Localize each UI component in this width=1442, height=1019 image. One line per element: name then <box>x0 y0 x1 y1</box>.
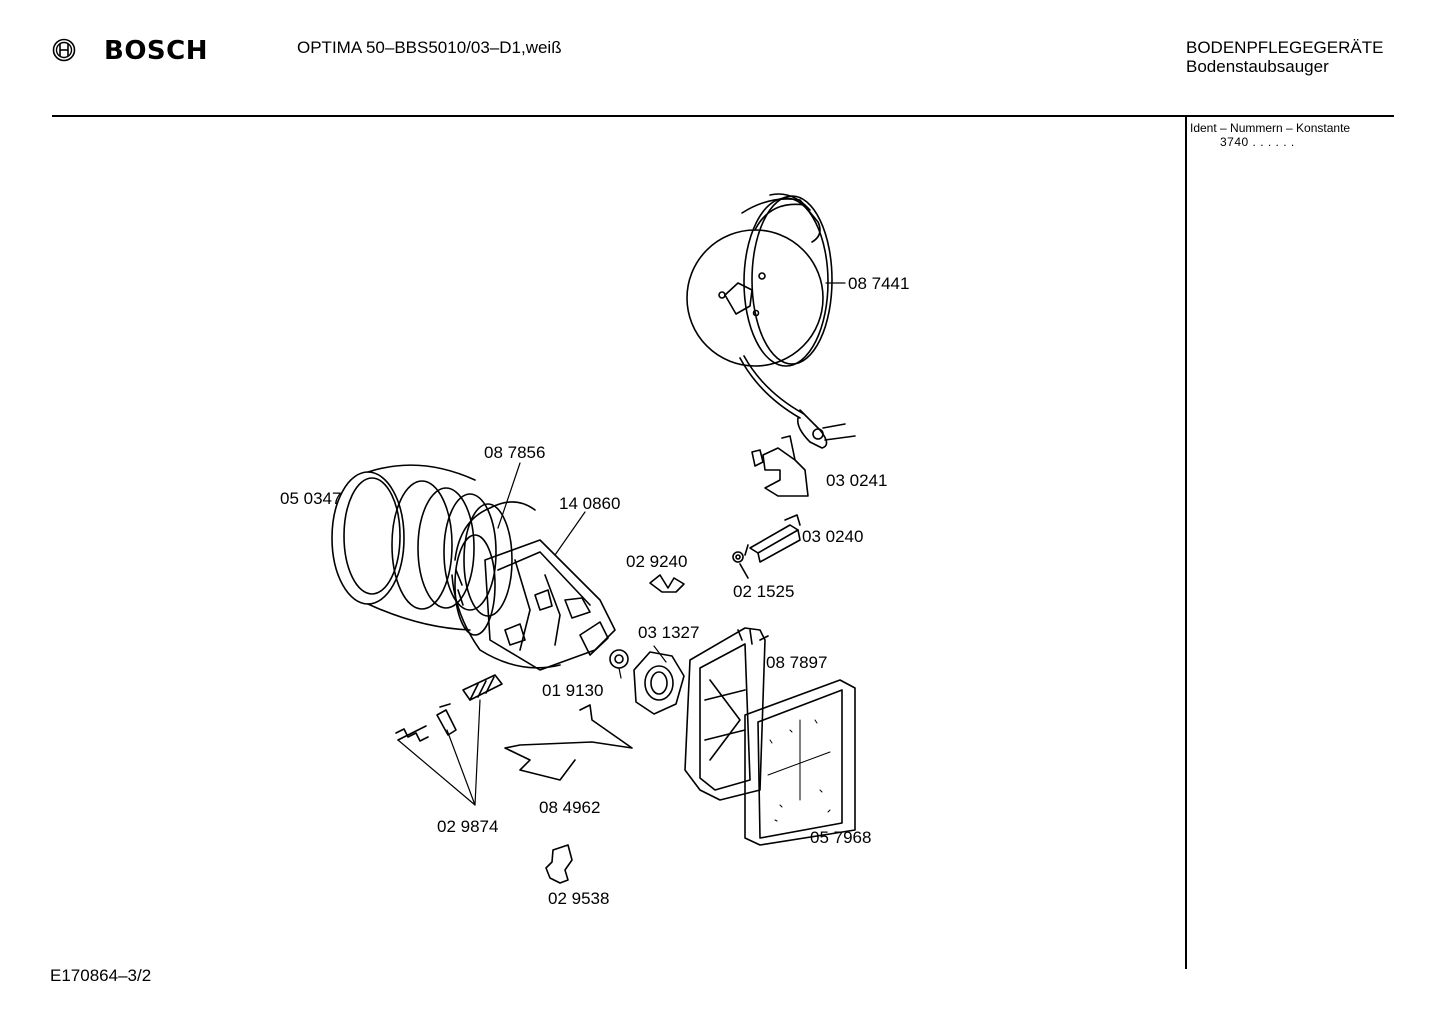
part-label: 02 9874 <box>437 817 498 836</box>
part-label: 08 7441 <box>848 274 909 293</box>
spring-021525 <box>732 551 749 579</box>
part-label: 05 0347 <box>280 489 341 508</box>
motor-assembly <box>331 464 616 671</box>
part-label: 03 0241 <box>826 471 887 490</box>
part-label: 08 7897 <box>766 653 827 672</box>
part-label: 03 0240 <box>802 527 863 546</box>
springs-029874 <box>395 674 503 742</box>
part-label: 08 7856 <box>484 443 545 462</box>
bosch-logo-icon <box>52 38 76 62</box>
ident-value: 3740 . . . . . . <box>1220 135 1295 149</box>
part-label: 14 0860 <box>559 494 620 513</box>
part-label: 02 1525 <box>733 582 794 601</box>
part-labels: 08 7441 03 0241 03 0240 02 1525 02 9240 … <box>280 274 909 908</box>
washer-019130 <box>609 649 629 669</box>
clip-029538 <box>545 844 573 884</box>
part-label: 08 4962 <box>539 798 600 817</box>
cable-reel <box>686 193 856 449</box>
subcategory-title: Bodenstaubsauger <box>1186 57 1329 76</box>
ring-031327 <box>633 651 685 715</box>
part-label: 02 9240 <box>626 552 687 571</box>
wire-bracket-084962 <box>504 704 633 781</box>
frame-087897 <box>684 627 769 801</box>
drawing-id: E170864–3/2 <box>50 966 152 985</box>
category-title: BODENPFLEGEGERÄTE <box>1186 38 1384 57</box>
side-divider <box>1185 117 1187 969</box>
header-divider <box>52 115 1394 117</box>
model-title: OPTIMA 50–BBS5010/03–D1,weiß <box>297 38 562 57</box>
part-label: 03 1327 <box>638 623 699 642</box>
wireclip-029240 <box>649 574 685 593</box>
holder-030240 <box>744 514 801 563</box>
brand-name: BOSCH <box>104 36 208 66</box>
part-label: 05 7968 <box>810 828 871 847</box>
part-label: 01 9130 <box>542 681 603 700</box>
part-label: 02 9538 <box>548 889 609 908</box>
ident-label: Ident – Nummern – Konstante <box>1190 121 1351 135</box>
filter-057968 <box>744 679 856 846</box>
leader-lines <box>397 282 846 806</box>
clip-030241 <box>751 435 809 497</box>
